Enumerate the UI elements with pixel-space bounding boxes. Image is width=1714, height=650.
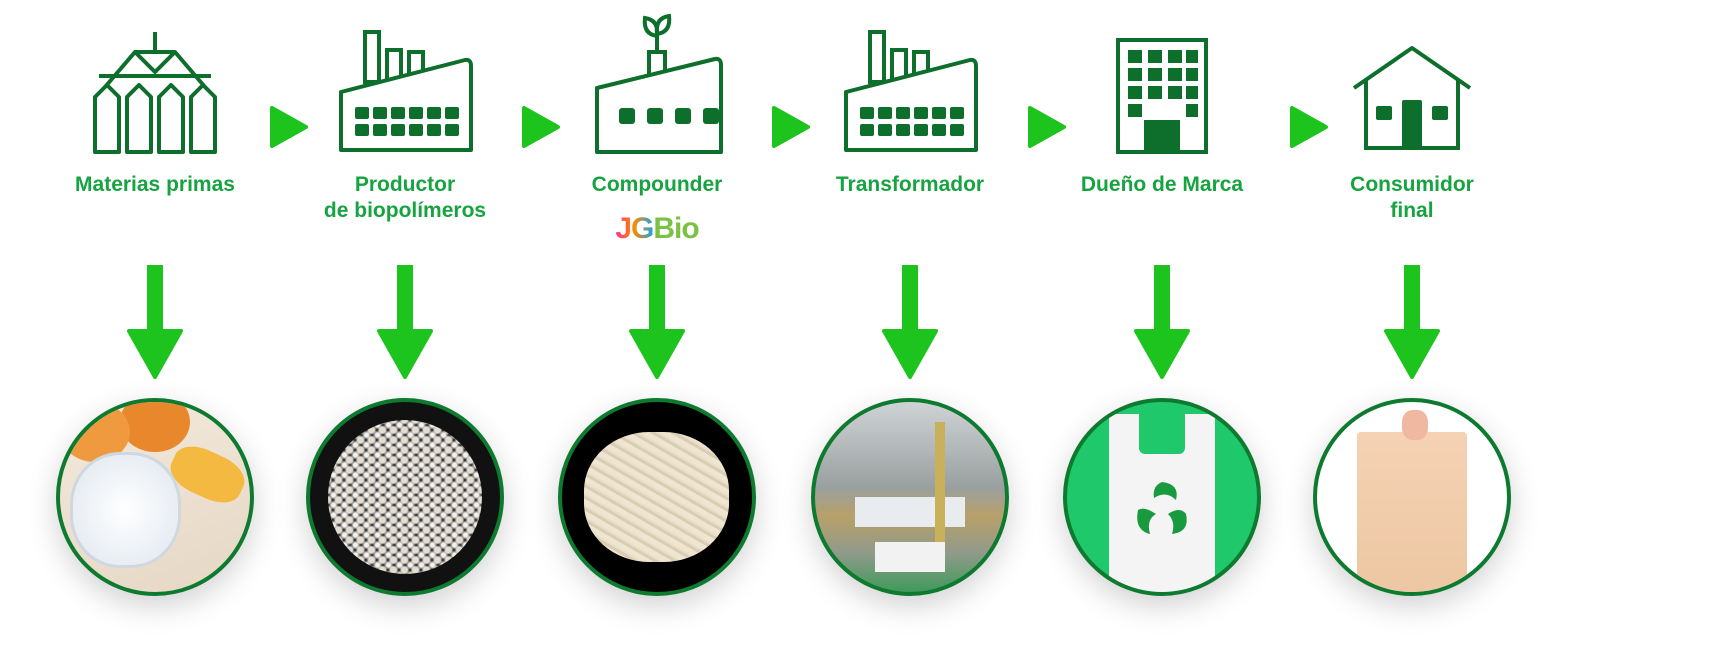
arrow-down-icon [377, 265, 433, 379]
step-label: Dueño de Marca [1080, 173, 1244, 196]
step-label: Transformador [835, 173, 985, 196]
arrow-down-icon [629, 265, 685, 379]
step-compounder: Compounder JGBio [532, 0, 782, 650]
step-materias-primas: Materias primas [30, 0, 280, 650]
recycle-leaf-icon [1137, 482, 1187, 534]
arrow-down-icon [127, 265, 183, 379]
step-productor-biopolimeros: Productor de biopolímeros [280, 0, 530, 650]
step-label-line: Productor [354, 173, 456, 196]
compostable-bag-hand-photo [1313, 398, 1511, 596]
step-label: Compounder [591, 173, 723, 196]
compound-pellets-photo [558, 398, 756, 596]
step-label: Productor de biopolímeros [280, 172, 530, 224]
step-label: Materias primas [75, 173, 235, 196]
step-label: Consumidor final [1287, 172, 1537, 224]
step-label-line: Consumidor [1350, 173, 1474, 196]
factory-icon [844, 30, 978, 152]
step-label-line: final [1390, 199, 1434, 222]
arrow-down-icon [1384, 265, 1440, 379]
step-dueno-de-marca: Dueño de Marca [1037, 0, 1287, 650]
jgbio-logo: JGBio [615, 212, 699, 245]
factory-icon [339, 30, 473, 152]
compostable-bag-photo [1063, 398, 1261, 596]
step-consumidor-final: Consumidor final [1287, 0, 1537, 650]
eco-factory-icon [595, 13, 723, 154]
starch-potato-photo [56, 398, 254, 596]
house-icon [1352, 46, 1472, 150]
step-label-line: de biopolímeros [323, 199, 487, 222]
white-pellets-photo [306, 398, 504, 596]
arrow-down-icon [882, 265, 938, 379]
film-extrusion-plant-photo [811, 398, 1009, 596]
arrow-down-icon [1134, 265, 1190, 379]
building-icon [1116, 38, 1208, 154]
silo-icon [93, 32, 217, 154]
step-transformador: Transformador [785, 0, 1035, 650]
